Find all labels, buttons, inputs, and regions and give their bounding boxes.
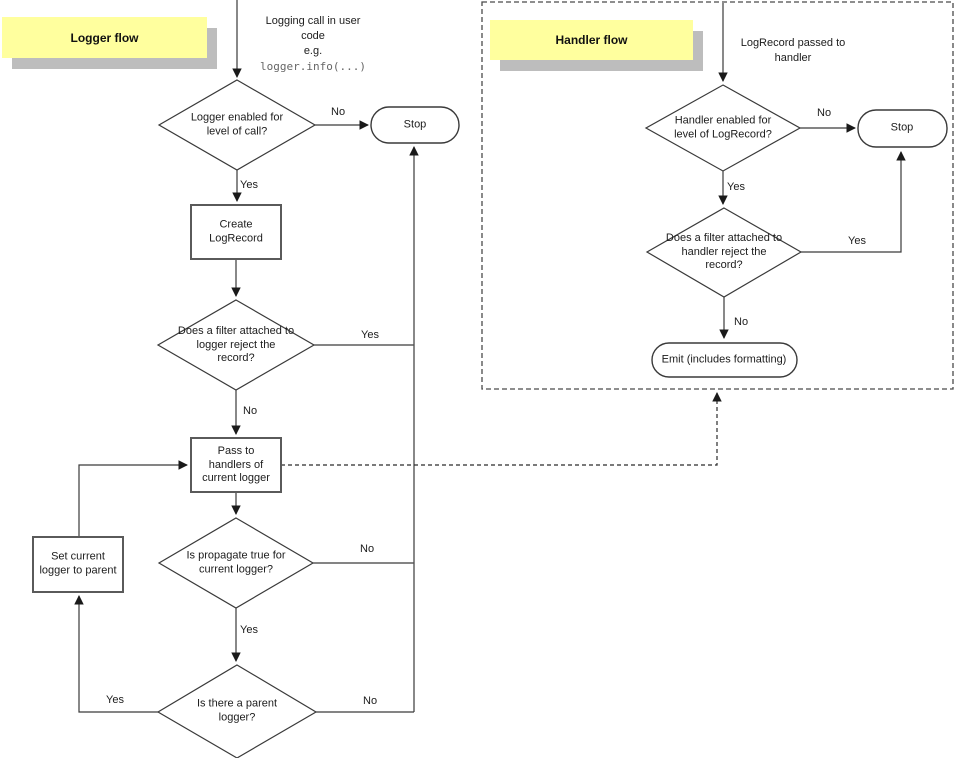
label-handler-stop: Stop	[890, 121, 914, 134]
label-handler-enabled: Handler enabled for level of LogRecord?	[674, 114, 772, 141]
edge-pass-to-handler-flow	[281, 392, 722, 466]
handler-flow-container	[481, 1, 954, 390]
decision-logger-filter	[156, 299, 316, 391]
label-emit: Emit (includes formatting)	[661, 353, 787, 366]
edge-setparent-to-pass	[78, 460, 188, 537]
label-logger-enabled: Logger enabled for level of call?	[190, 111, 284, 138]
process-pass-to-handlers	[190, 437, 282, 493]
edge-label-propagate-no: No	[360, 543, 375, 555]
label-propagate: Is propagate true for current logger?	[186, 549, 286, 576]
logger-flow-title-text: Logger flow	[70, 30, 139, 45]
handler-flow-title: Handler flow	[490, 20, 693, 60]
logger-entry-code: logger.info(...)	[260, 60, 366, 73]
decision-propagate	[157, 517, 315, 609]
terminator-handler-stop	[857, 109, 948, 148]
label-handler-filter: Does a filter attached to handler reject…	[665, 231, 783, 271]
handler-entry-annotation: LogRecord passed to handler	[728, 36, 858, 66]
logger-flow-title: Logger flow	[2, 17, 207, 58]
edge-label-hfilter-yes: Yes	[848, 235, 866, 247]
logger-entry-annotation: Logging call in user code e.g. logger.in…	[257, 14, 369, 74]
edge-label-henabled-no: No	[817, 107, 832, 119]
label-pass-to-handlers: Pass to handlers of current logger	[202, 444, 270, 484]
edge-label-henabled-yes: Yes	[727, 181, 745, 193]
edge-label-enabled-no: No	[331, 106, 346, 118]
edge-label-filter-yes: Yes	[361, 329, 379, 341]
edge-label-filter-no: No	[243, 405, 258, 417]
process-set-current-logger	[32, 536, 124, 593]
logger-entry-eg: e.g.	[303, 45, 323, 57]
label-logger-filter: Does a filter attached to logger reject …	[177, 324, 295, 364]
decision-logger-enabled	[157, 79, 317, 171]
logger-entry-text: Logging call in user code	[265, 15, 361, 42]
label-set-current-logger: Set current logger to parent	[39, 550, 117, 577]
edge-label-hfilter-no: No	[734, 316, 749, 328]
edge-label-parent-no: No	[363, 695, 378, 707]
decision-handler-filter	[645, 207, 803, 298]
edge-parent-yes-to-setparent	[74, 595, 158, 713]
terminator-emit	[651, 342, 798, 378]
decision-handler-enabled	[644, 84, 802, 172]
handler-flow-title-text: Handler flow	[555, 33, 628, 47]
edge-label-enabled-yes: Yes	[240, 179, 258, 191]
handler-entry-text: LogRecord passed to handler	[740, 37, 846, 64]
process-create-logrecord	[190, 204, 282, 260]
edge-label-propagate-yes: Yes	[240, 624, 258, 636]
edge-label-parent-yes: Yes	[106, 694, 124, 706]
label-create-logrecord: Create LogRecord	[209, 218, 263, 245]
edge-hfilter-yes-to-stop	[801, 151, 906, 253]
label-logger-stop: Stop	[403, 118, 427, 131]
decision-parent-logger	[156, 664, 318, 758]
label-parent-logger: Is there a parent logger?	[196, 697, 278, 724]
terminator-logger-stop	[370, 106, 460, 144]
